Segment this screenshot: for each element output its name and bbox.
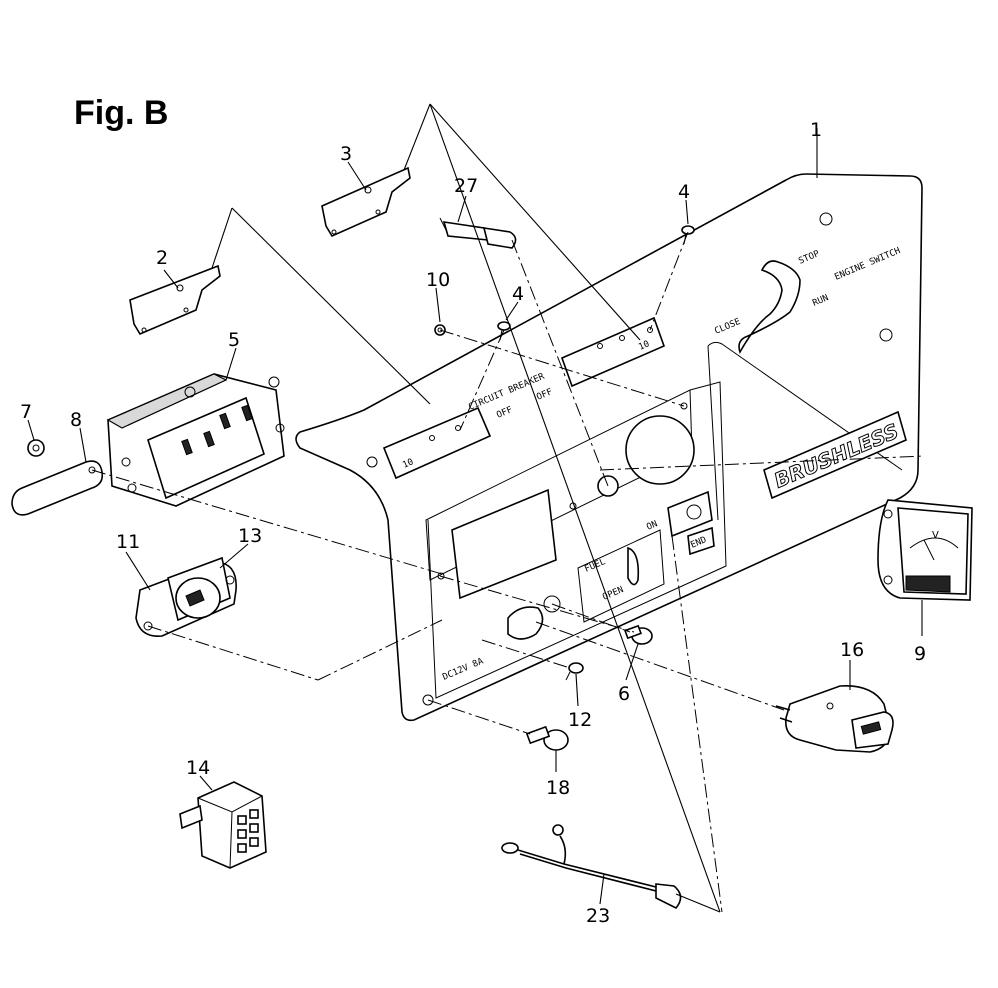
screw-hole — [680, 402, 688, 410]
dc-plug-16 — [775, 685, 894, 753]
breaker-screw — [647, 327, 653, 333]
callout-6: 6 — [618, 683, 630, 705]
breaker-bracket-2 — [129, 264, 221, 336]
panel-top-edge — [363, 179, 787, 411]
dc-outlet-hole — [507, 606, 544, 640]
choke-knob — [686, 504, 702, 520]
fuel-slot — [627, 546, 640, 586]
on-label: ON — [645, 519, 659, 532]
callout-8: 8 — [70, 409, 82, 431]
control-panel — [295, 173, 923, 722]
callout-16: 16 — [840, 639, 864, 661]
leader-lines — [27, 103, 923, 913]
brushless-plate — [763, 410, 907, 500]
callout-3: 3 — [340, 143, 352, 165]
screw-18 — [525, 725, 569, 751]
callout-2: 2 — [156, 247, 168, 269]
panel-fold-line — [707, 341, 903, 471]
fuel-frame — [577, 529, 665, 623]
screw-6 — [624, 624, 653, 645]
callout-5: 5 — [228, 329, 240, 351]
twistlock-receptacle-11-13 — [135, 556, 237, 637]
panel-inner-fold — [707, 345, 719, 521]
callout-14: 14 — [186, 757, 210, 779]
mount-hole — [366, 456, 378, 468]
callout-12: 12 — [568, 709, 592, 731]
callout-1: 1 — [810, 119, 822, 141]
callout-4-right: 4 — [678, 181, 690, 203]
breaker-screw — [597, 343, 603, 349]
callout-23: 23 — [586, 905, 610, 927]
engine-switch-slot — [738, 260, 801, 354]
screw-hole — [437, 572, 445, 580]
mount-hole — [422, 694, 434, 706]
callout-10: 10 — [426, 269, 450, 291]
receptacle-5 — [106, 373, 285, 507]
screw-12 — [565, 662, 584, 681]
callout-27: 27 — [454, 175, 478, 197]
breaker-rating-left: 10 — [401, 457, 415, 470]
callout-18: 18 — [546, 777, 570, 799]
callout-9: 9 — [914, 643, 926, 665]
ground-terminal-hole — [543, 595, 561, 613]
connector-14 — [179, 781, 267, 869]
choke-switch-box — [667, 490, 713, 538]
meter-unit: V — [932, 530, 939, 541]
breaker-rating-right: 10 — [637, 339, 651, 352]
callout-13: 13 — [238, 525, 262, 547]
outlet-opening — [451, 488, 557, 600]
callout-11: 11 — [116, 531, 140, 553]
mount-hole — [879, 328, 893, 342]
nut-7 — [27, 439, 45, 457]
cover-8 — [11, 460, 104, 516]
callout-4-left: 4 — [512, 283, 524, 305]
voltmeter-9: V — [877, 499, 973, 601]
lamp-opening — [597, 475, 619, 497]
breaker-screw — [619, 335, 625, 341]
figure-title: Fig. B — [74, 94, 169, 132]
meter-opening — [625, 415, 695, 485]
breaker-bracket-3 — [321, 166, 411, 238]
alignment-lines — [91, 231, 925, 913]
end-tag-box — [687, 526, 715, 556]
callout-numbers: 1 2 3 4 4 5 6 7 8 9 10 11 12 13 14 16 18… — [20, 119, 926, 927]
breaker-screw — [429, 435, 435, 441]
panel-outline — [295, 173, 923, 722]
lower-recess — [427, 381, 727, 699]
breaker-plate-left — [382, 406, 492, 480]
breaker-plate-right — [560, 316, 666, 388]
mount-hole — [819, 212, 833, 226]
wire-harness-23 — [501, 824, 682, 909]
pilot-lamp-27 — [439, 217, 517, 249]
callout-7: 7 — [20, 401, 32, 423]
